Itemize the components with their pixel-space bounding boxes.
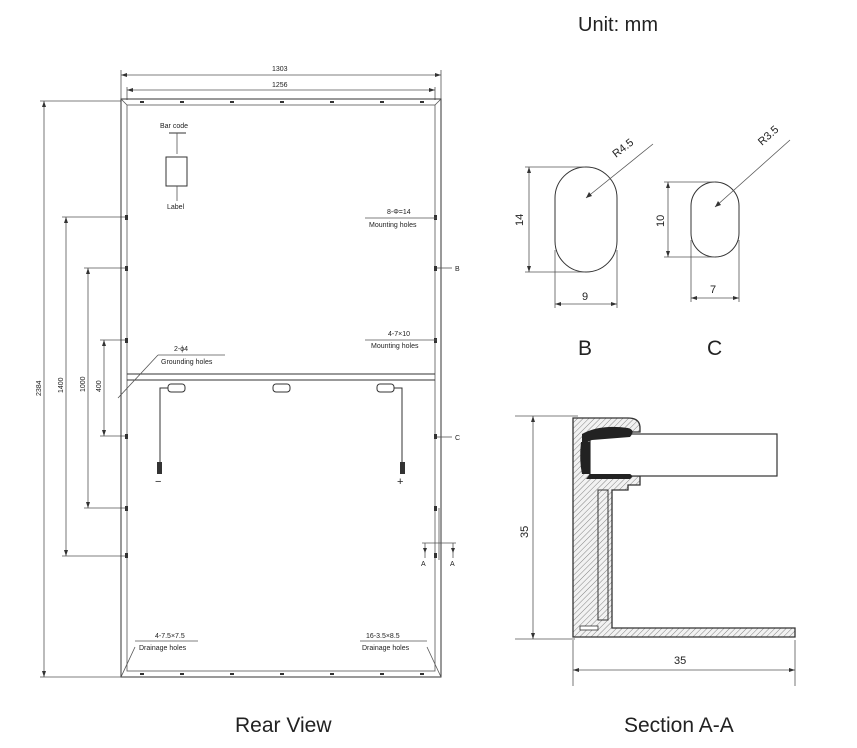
dim-2384-text: 2384 [36,380,43,396]
dim-1400-text: 1400 [58,377,65,393]
dim-1400: 1400 [58,216,126,557]
detail-b-radius: R4.5 [610,137,636,161]
drainage-left-label: Drainage holes [139,645,187,652]
panel-frame-inner [126,104,436,672]
mounting-holes-10-label: Mounting holes [371,343,419,350]
dim-width-outer: 1303 [120,66,442,100]
dim-400: 400 [96,339,126,437]
barcode-text: Bar code [160,123,188,130]
section-a-a: 35 35 Section A-A [515,415,796,737]
rear-view-caption: Rear View [235,714,332,737]
section-a-markers: A A [421,508,456,568]
slot-b [554,166,618,273]
junction-box-left [167,383,186,393]
section-caption: Section A-A [624,714,734,737]
frame-profile [572,417,796,638]
dim-1303-text: 1303 [272,66,288,73]
label-text: Label [167,204,185,211]
junction-box-center [272,383,291,393]
dim-width-inner: 1256 [126,82,436,100]
dim-1000-text: 1000 [80,376,87,392]
section-a-left: A [421,561,426,568]
panel-frame-outer [120,98,442,678]
glass-laminate [589,433,778,477]
mounting-holes-14-label: Mounting holes [369,222,417,229]
marker-c: C [455,435,460,442]
mounting-holes-10-spec: 4-7×10 [388,331,410,338]
marker-b: B [455,266,460,273]
rear-view: 1303 1256 2384 1400 [36,66,460,737]
section-width: 35 [674,655,686,667]
slot-c [690,181,740,258]
drainage-right-spec: 16-3.5×8.5 [366,633,400,640]
detail-b-width: 9 [582,291,588,303]
detail-b: 14 9 R4.5 B [514,137,654,360]
section-height: 35 [519,526,531,538]
grounding-label: Grounding holes [161,359,213,366]
label-box [165,156,188,187]
junction-box-right [376,383,395,393]
detail-c: 10 7 R3.5 C [655,124,791,360]
section-a-right: A [450,561,455,568]
detail-c-label: C [707,337,722,360]
dim-400-text: 400 [96,380,103,392]
detail-b-height: 14 [514,214,526,226]
mounting-holes-14-spec: 8-Φ=14 [387,209,411,216]
dim-height-total: 2384 [36,100,121,678]
detail-b-label: B [578,337,592,360]
dim-1256-text: 1256 [272,82,288,89]
plus-sign: + [397,476,403,488]
minus-sign: − [155,476,161,488]
mounting-hole-markers [125,101,437,675]
grounding-spec: 2-ϕ4 [174,346,188,353]
drainage-right-label: Drainage holes [362,645,410,652]
detail-c-radius: R3.5 [756,124,781,148]
drainage-left-spec: 4-7.5×7.5 [155,633,185,640]
dim-1000: 1000 [80,267,126,509]
unit-label: Unit: mm [578,14,658,36]
detail-c-width: 7 [710,284,716,296]
detail-c-height: 10 [655,215,667,227]
